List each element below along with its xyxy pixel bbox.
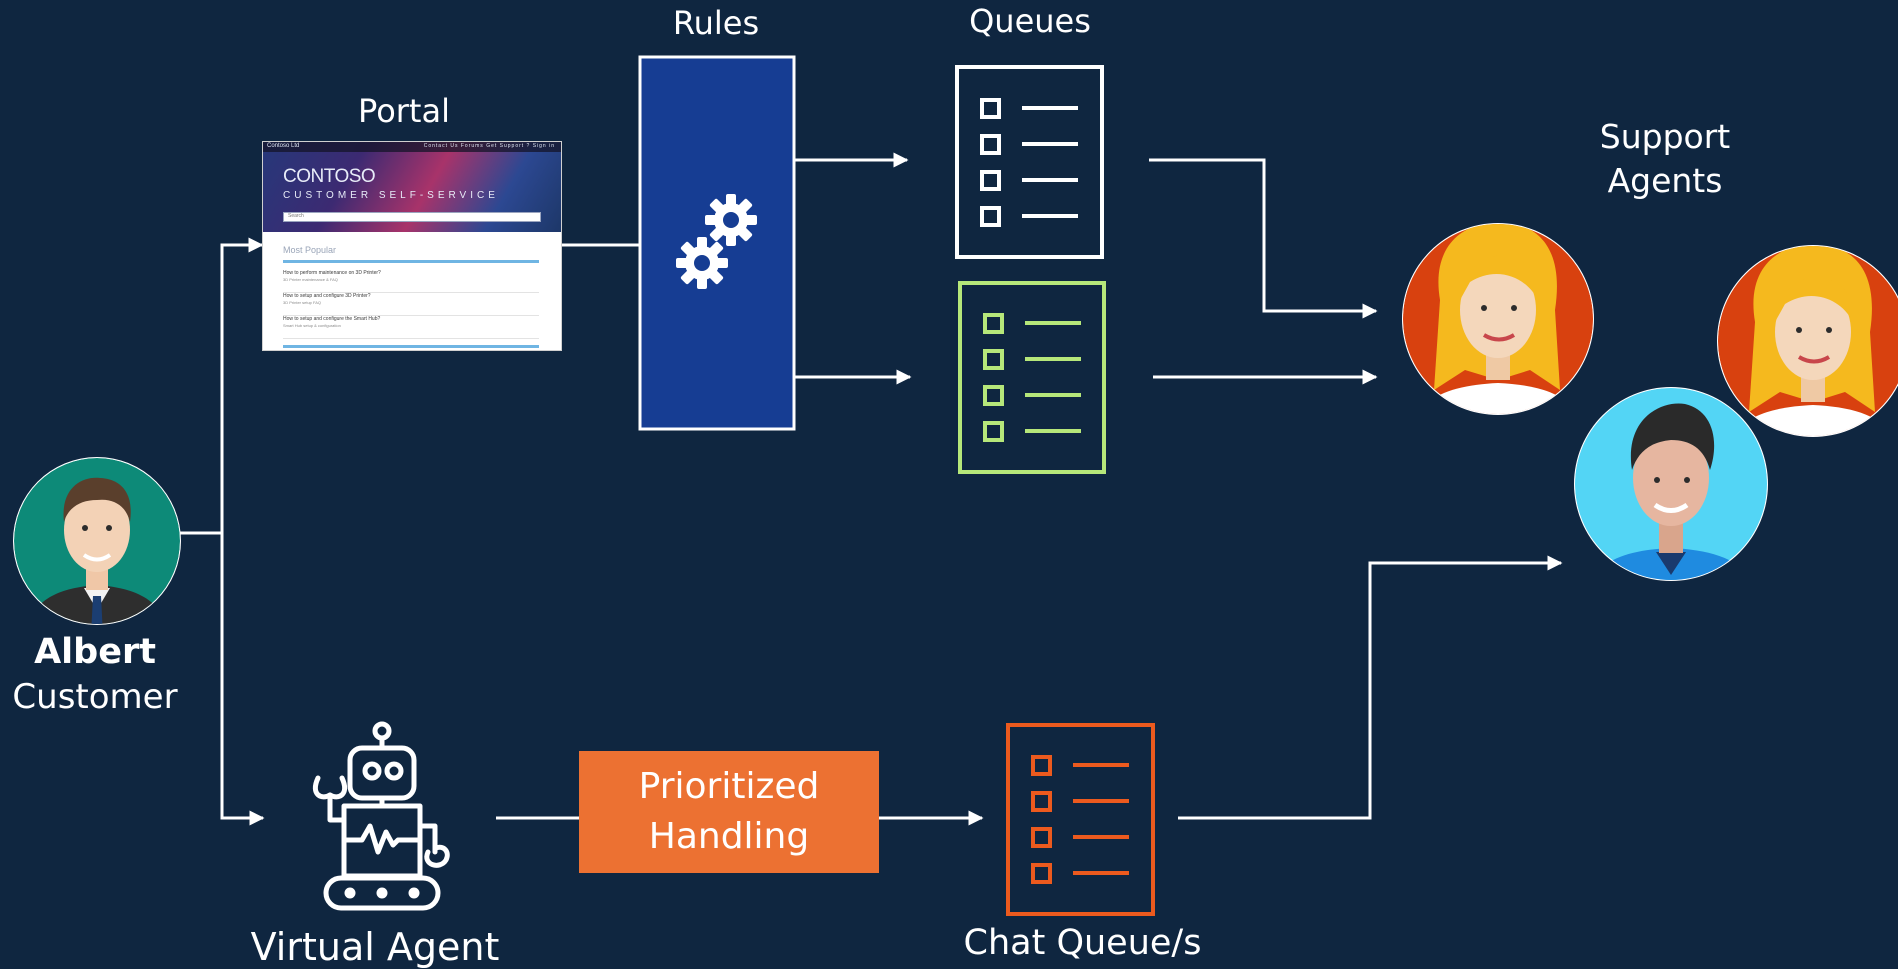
gears-icon [676,194,757,289]
queue-white-checklist-icon [955,65,1104,259]
portal-search-placeholder: Search [288,213,304,219]
portal-bottom-divider [283,345,539,348]
virtual-agent-label: Virtual Agent [250,925,500,969]
portal-item-subtitle: 3D Printer maintenance & FAQ [283,277,338,282]
portal-item-subtitle: 3D Printer setup FAQ [283,300,322,305]
portal-brand: Contoso Ltd [267,143,300,149]
chat-queues-label: Chat Queue/s [963,923,1202,963]
avatar-female-agent-1 [1402,223,1594,415]
robot-icon [312,721,450,911]
customer-name: Albert [34,632,156,672]
portal-divider [283,260,539,263]
queues-label: Queues [969,2,1091,40]
portal-tagline: CUSTOMER SELF-SERVICE [283,190,499,201]
portal-list-item: How to setup and configure the Smart Hub… [283,316,539,339]
portal-item-title: How to setup and configure the Smart Hub… [283,316,381,322]
connector-queue-1-to-agent [1149,158,1378,319]
queue-green-checklist-icon [958,281,1106,474]
portal-list-item: How to perform maintenance on 3D Printer… [283,270,539,293]
portal-nav: Contact Us Forums Get Support ? Sign in [423,143,555,149]
portal-item-title: How to perform maintenance on 3D Printer… [283,270,381,276]
portal-item-subtitle: Smart Hub setup & configuration [283,323,341,328]
avatar-female-agent-2 [1717,245,1898,437]
connectors [180,152,1563,826]
avatar-male-agent [1574,387,1768,581]
portal-label: Portal [358,92,450,130]
avatar-customer [13,457,181,625]
prioritized-handling-box: Prioritized Handling [579,751,879,873]
portal-top-bar: Contoso Ltd Contact Us Forums Get Suppor… [263,142,561,152]
portal-section-heading: Most Popular [283,245,337,255]
portal-screenshot: Contoso Ltd Contact Us Forums Get Suppor… [262,141,562,351]
portal-list-item: How to setup and configure 3D Printer? 3… [283,293,539,316]
support-agents-label: Support Agents [1599,117,1731,200]
connector-customer-trunk [180,237,264,535]
chat-queue-checklist-icon [1006,723,1155,916]
portal-item-title: How to setup and configure 3D Printer? [283,293,371,299]
prioritized-handling-label: Prioritized Handling [638,766,820,857]
rules-label: Rules [672,4,760,42]
customer-role: Customer [12,677,178,717]
portal-search-input: Search [283,212,541,222]
connector-customer-to-virtual-agent [220,533,265,826]
rules-box [638,55,796,431]
connector-chat-queue-to-agent [1178,555,1563,820]
portal-logo: CONTOSO [283,166,376,187]
